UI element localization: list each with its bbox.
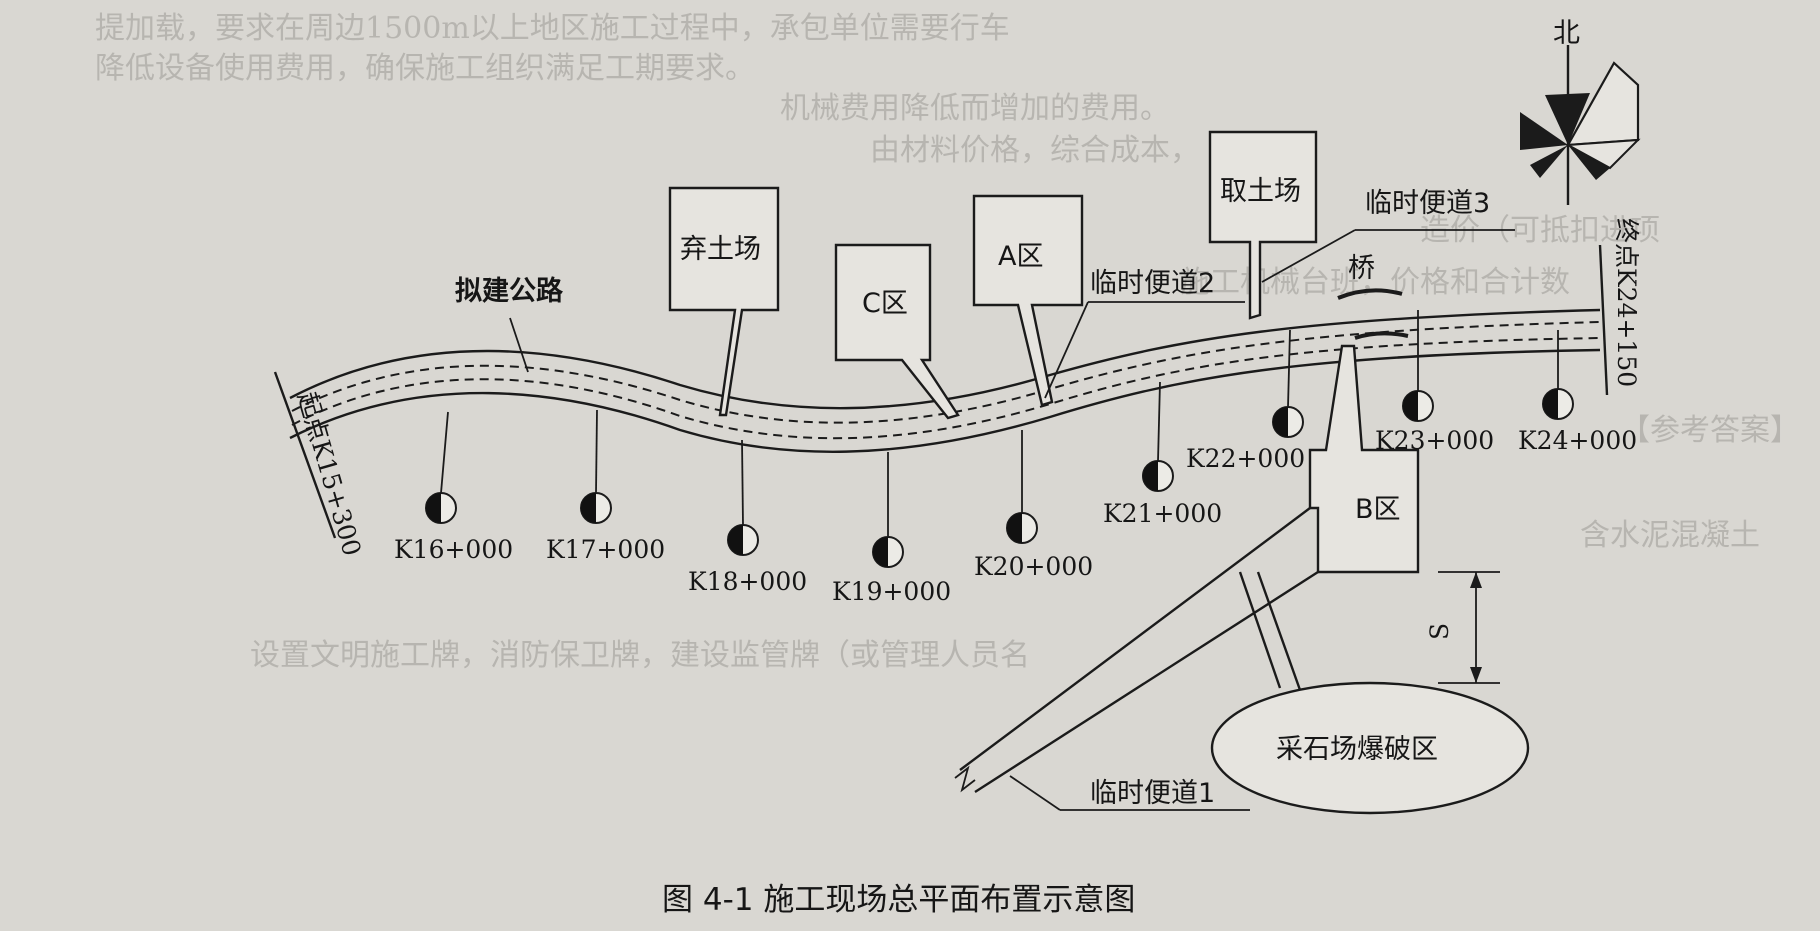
station-leader (595, 409, 598, 494)
temp-road-1-label: 临时便道1 (1090, 778, 1215, 809)
station-marker: K20+000 (974, 430, 1093, 581)
start-endline (273, 371, 337, 539)
station-leader (1287, 329, 1291, 408)
station-leader (440, 411, 449, 494)
bridge-label: 桥 (1348, 253, 1375, 284)
c-zone: C区 (834, 243, 960, 420)
end-endline (1598, 244, 1609, 396)
proposed-road (273, 244, 1609, 539)
end-label: 终点K24+150 (1612, 218, 1641, 387)
bridge-top-mark (1337, 288, 1403, 300)
temp-road-3-label: 临时便道3 (1365, 188, 1490, 219)
bg-line: 机械费用降低而增加的费用。 (780, 91, 1170, 126)
temp-road-1: 临时便道1 (954, 507, 1319, 811)
a-zone: A区 (972, 194, 1084, 407)
station-half-fill (1273, 407, 1288, 437)
bridge: 桥 (1337, 253, 1409, 340)
background-text: 提加载，要求在周边1500m以上地区施工过程中，承包单位需要行车 降低设备使用费… (95, 11, 1800, 673)
station-label: K19+000 (832, 577, 951, 606)
station-label: K22+000 (1186, 444, 1305, 473)
station-marker: K18+000 (688, 439, 807, 596)
station-marker: K17+000 (546, 409, 665, 564)
bg-line: 由材料价格，综合成本， (870, 133, 1200, 168)
figure-caption: 图 4-1 施工现场总平面布置示意图 (662, 882, 1135, 918)
station-leader (741, 439, 744, 526)
bg-line: 设置文明施工牌，消防保卫牌，建设监管牌（或管理人员名 (250, 638, 1030, 673)
station-label: K17+000 (546, 535, 665, 564)
station-marker: K19+000 (832, 452, 951, 606)
bg-line: 降低设备使用费用，确保施工组织满足工期要求。 (95, 51, 755, 86)
distance-s: S (1425, 571, 1500, 684)
borrow-pit-label: 取土场 (1220, 176, 1301, 207)
station-label: K24+000 (1518, 426, 1637, 455)
station-leader (1157, 381, 1161, 462)
station-marker: K23+000 (1375, 310, 1494, 455)
temp-road-3: 临时便道3 (1261, 188, 1515, 283)
station-half-fill (426, 493, 441, 523)
temp-road-2-label: 临时便道2 (1090, 268, 1215, 299)
station-marker: K16+000 (394, 411, 513, 564)
station-half-fill (1143, 461, 1158, 491)
station-half-fill (1403, 391, 1418, 421)
b-zone-label: B区 (1355, 494, 1401, 525)
north-arrow: 北 (1520, 18, 1641, 205)
station-label: K20+000 (974, 552, 1093, 581)
station-half-fill (1007, 513, 1022, 543)
north-label: 北 (1553, 18, 1580, 49)
station-marker: K24+000 (1518, 330, 1637, 455)
quarry-label: 采石场爆破区 (1276, 734, 1438, 765)
start-label: 起点K15+300 (292, 389, 367, 560)
bridge-bottom-mark (1354, 331, 1409, 340)
spoil-area: 弃土场 (668, 186, 780, 417)
station-half-fill (1543, 389, 1558, 419)
c-zone-label: C区 (862, 288, 908, 319)
spoil-label: 弃土场 (680, 234, 761, 265)
station-marker: K21+000 (1103, 381, 1222, 528)
a-zone-label: A区 (998, 241, 1043, 272)
road-label: 拟建公路 (455, 275, 564, 307)
quarry-blasting-area: 采石场爆破区 (1210, 681, 1530, 815)
station-label: K23+000 (1375, 426, 1494, 455)
station-marker: K22+000 (1186, 329, 1305, 473)
bg-line: 提加载，要求在周边1500m以上地区施工过程中，承包单位需要行车 (95, 11, 1010, 46)
bg-line: 含水泥混凝土 (1580, 518, 1760, 553)
road-label-leader (509, 317, 529, 373)
distance-s-label: S (1425, 623, 1454, 640)
borrow-pit: 取土场 (1208, 130, 1318, 320)
station-half-fill (873, 537, 888, 567)
bg-line: 【参考答案】 (1620, 413, 1800, 448)
station-label: K21+000 (1103, 499, 1222, 528)
station-label: K16+000 (394, 535, 513, 564)
station-label: K18+000 (688, 567, 807, 596)
station-half-fill (581, 493, 596, 523)
bg-line: 施工机械台班，价格和合计数 (1180, 265, 1570, 300)
temp-road-2: 临时便道2 (1044, 268, 1245, 399)
b-zone: B区 (1308, 344, 1420, 574)
station-half-fill (728, 525, 743, 555)
